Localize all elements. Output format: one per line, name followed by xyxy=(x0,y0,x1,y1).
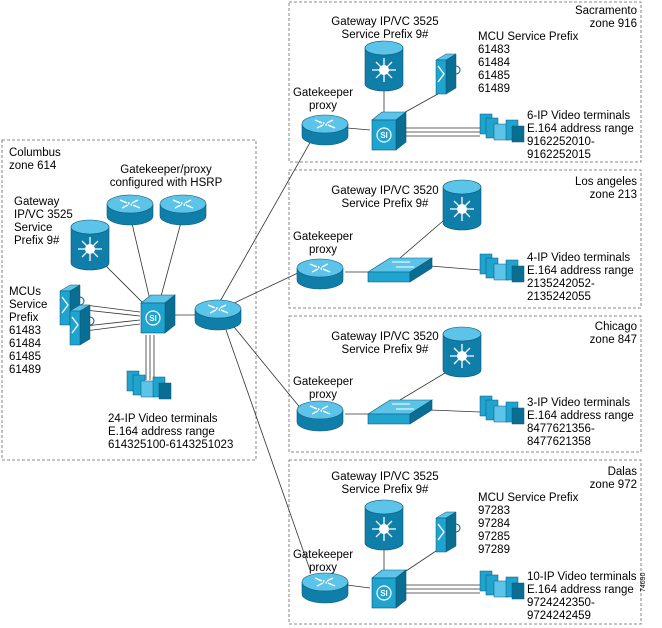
zone-box-sacramento xyxy=(288,1,642,163)
gatekeeper-label-losangeles: Gatekeeper proxy xyxy=(292,231,354,256)
terminals-label-losangeles: 4-IP Video terminals E.164 address range… xyxy=(527,252,634,303)
zone-id-columbus: zone 614 xyxy=(9,160,57,172)
gatekeeper-label-dalas: Gatekeeper proxy xyxy=(292,549,354,574)
terminals-label-dalas: 10-IP Video terminals E.164 address rang… xyxy=(527,571,637,622)
zone-name-dalas: Dalas xyxy=(607,466,637,478)
video-terminals-icon xyxy=(126,370,172,400)
gateway-label-chicago: Gateway IP/VC 3520 Service Prefix 9# xyxy=(331,331,439,356)
gateway-label-columbus: Gateway IP/VC 3525 Service Prefix 9# xyxy=(14,196,73,247)
zone-name-chicago: Chicago xyxy=(594,321,637,333)
video-terminals-icon xyxy=(479,253,525,283)
gatekeeper-hsrp-label: Gatekeeper/proxy configured with HSRP xyxy=(109,164,223,189)
gatekeeper-router-icon xyxy=(296,400,344,432)
gateway-icon xyxy=(70,219,110,271)
zone-box-columbus xyxy=(1,139,257,461)
mcu-icon xyxy=(435,53,461,95)
terminals-label-columbus: 24-IP Video terminals E.164 address rang… xyxy=(108,413,234,451)
gateway-label-losangeles: Gateway IP/VC 3520 Service Prefix 9# xyxy=(331,185,439,210)
terminals-label-chicago: 3-IP Video terminals E.164 address range… xyxy=(527,397,634,448)
zone-id-sacramento: zone 916 xyxy=(589,18,637,30)
gatekeeper-router-icon xyxy=(159,194,207,226)
mcu-icon xyxy=(435,511,461,553)
switch-icon xyxy=(367,257,433,283)
zone-id-dalas: zone 972 xyxy=(589,479,637,491)
zone-box-losangeles xyxy=(288,169,642,309)
figure-id: 74690 xyxy=(640,572,647,592)
switch-icon xyxy=(371,569,407,609)
video-terminals-icon xyxy=(479,395,525,425)
zone-id-chicago: zone 847 xyxy=(589,334,637,346)
gateway-icon xyxy=(364,40,404,92)
video-terminals-icon xyxy=(479,570,525,600)
gatekeeper-router-icon xyxy=(296,258,344,290)
zone-name-sacramento: Sacramento xyxy=(574,5,637,17)
video-terminals-icon xyxy=(479,113,525,143)
gateway-label-sacramento: Gateway IP/VC 3525 Service Prefix 9# xyxy=(331,16,439,41)
mcu-icon xyxy=(69,304,95,346)
columbus-devices xyxy=(59,194,207,400)
gatekeeper-label-chicago: Gatekeeper proxy xyxy=(292,376,354,401)
switch-icon xyxy=(367,399,433,425)
switch-icon xyxy=(140,294,176,334)
gatekeeper-router-icon xyxy=(106,194,154,226)
mcu-label-sacramento: MCU Service Prefix 61483 61484 61485 614… xyxy=(478,31,579,95)
gateway-label-dalas: Gateway IP/VC 3525 Service Prefix 9# xyxy=(331,471,439,496)
links xyxy=(84,80,481,594)
gatekeeper-label-sacramento: Gatekeeper proxy xyxy=(292,87,354,112)
switch-icon xyxy=(371,111,407,151)
gateway-icon xyxy=(364,499,404,551)
central-router-icon xyxy=(194,299,242,331)
zone-name-losangeles: Los angeles xyxy=(574,176,637,188)
mcu-label-dalas: MCU Service Prefix 97283 97284 97285 972… xyxy=(478,492,579,556)
gatekeeper-router-icon xyxy=(301,572,349,604)
zone-box-chicago xyxy=(288,315,642,453)
zone-box-dalas xyxy=(288,459,642,625)
mcu-label-columbus: MCUs Service Prefix 61483 61484 61485 61… xyxy=(9,286,48,376)
zone-id-losangeles: zone 213 xyxy=(589,189,637,201)
gatekeeper-router-icon xyxy=(301,114,349,146)
terminals-label-sacramento: 6-IP Video terminals E.164 address range… xyxy=(527,110,634,161)
zone-name-columbus: Columbus xyxy=(9,147,61,159)
